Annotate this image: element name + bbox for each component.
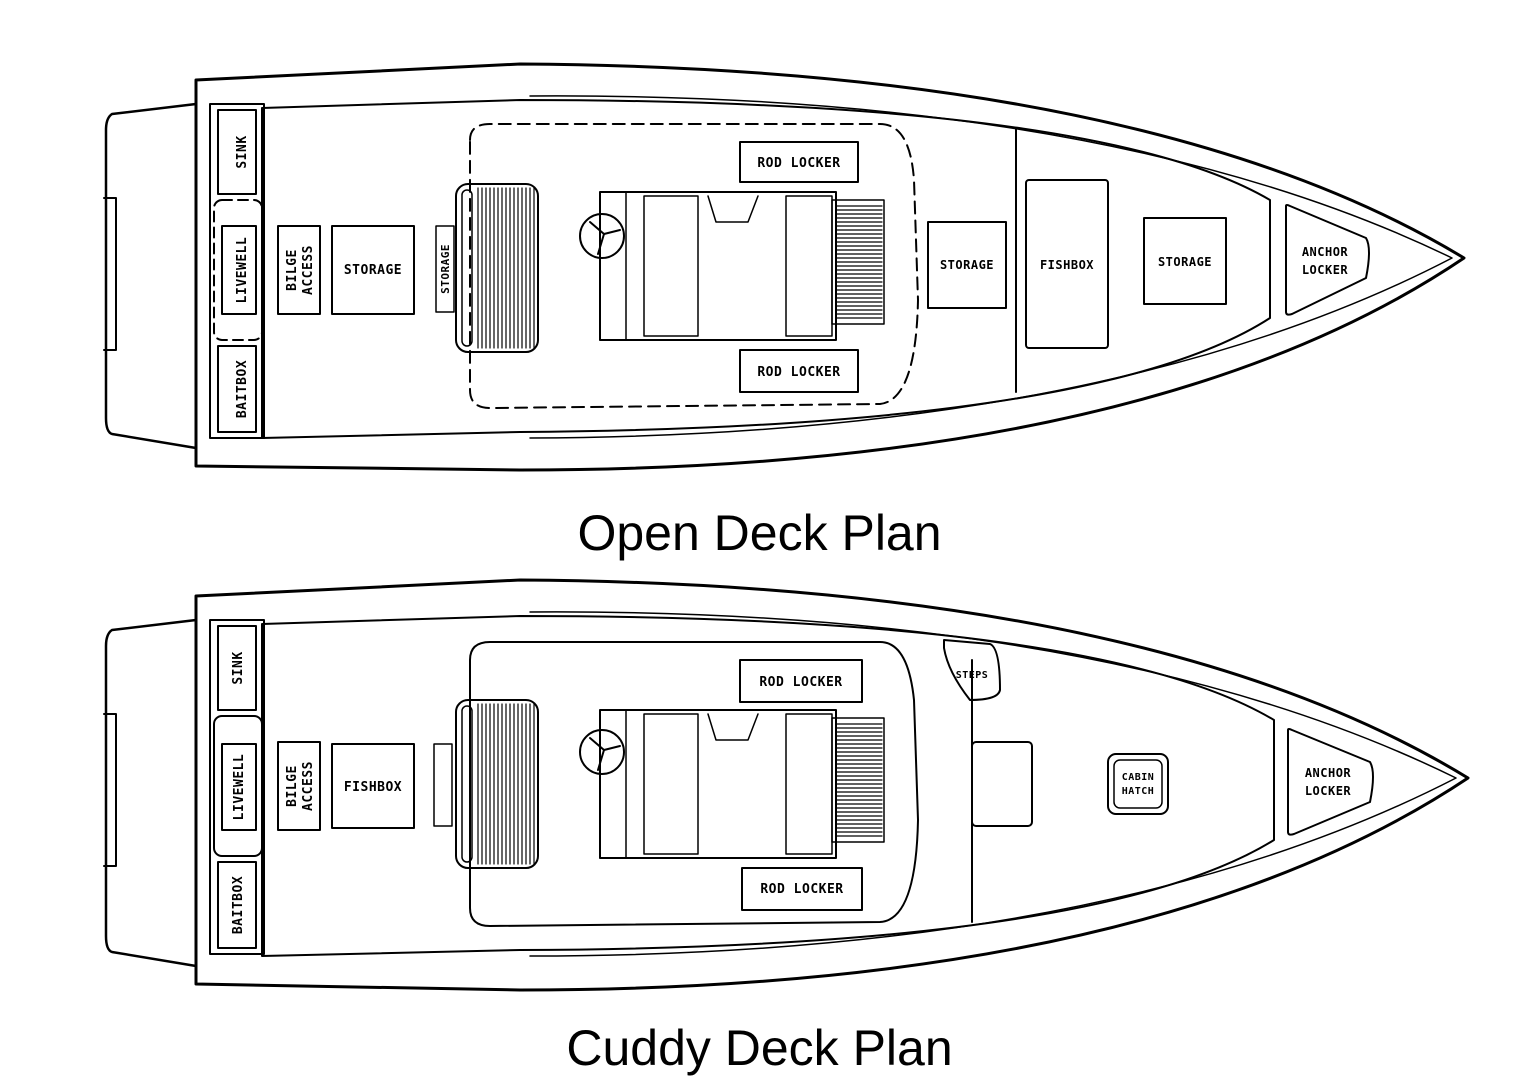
cuddy-deck-inner-line [261, 615, 1275, 957]
cuddy-deck-plan-caption: Cuddy Deck Plan [566, 1020, 953, 1076]
cuddy-label-rod-locker-top: ROD LOCKER [759, 675, 842, 690]
open-swim-platform [104, 102, 198, 450]
cuddy-label-steps: STEPS [956, 670, 989, 681]
open-deck-plan-caption: Open Deck Plan [577, 505, 942, 561]
cuddy-console [599, 709, 837, 859]
cuddy-console-outline [469, 641, 919, 927]
cuddy-label-livewell: LIVEWELL [232, 754, 247, 821]
cuddy-livewell-box [213, 715, 263, 857]
open-label-baitbox: BAITBOX [235, 360, 250, 418]
open-label-anchor-2: LOCKER [1302, 263, 1349, 277]
open-console-dashed-outline [469, 123, 919, 409]
open-deck-inner-line [261, 99, 1271, 439]
open-storage-aft-box [331, 225, 415, 315]
cuddy-label-cabin-1: CABIN [1122, 772, 1155, 783]
cuddy-label-rod-locker-bottom: ROD LOCKER [760, 882, 843, 897]
cuddy-sink-box [217, 625, 257, 711]
cuddy-cabin-step-box [971, 741, 1033, 827]
open-label-storage-mid: STORAGE [940, 258, 994, 272]
open-console [599, 191, 837, 341]
open-deck-plan [103, 62, 1466, 472]
open-transom-frame [209, 103, 265, 439]
open-storage-fwd-box [1143, 217, 1227, 305]
cuddy-deck-plan [103, 578, 1470, 992]
cuddy-label-fishbox: FISHBOX [344, 780, 402, 795]
open-hull-outline [194, 62, 1466, 472]
open-steering-wheel [579, 213, 625, 259]
cuddy-transom-rail [103, 713, 117, 867]
cuddy-windshield [831, 717, 885, 843]
open-label-fishbox: FISHBOX [1040, 258, 1094, 272]
open-rod-locker-top-box [739, 141, 859, 183]
cuddy-bilge-access-box [277, 741, 321, 831]
cuddy-label-baitbox: BAITBOX [231, 876, 246, 934]
cuddy-rod-locker-bottom-box [741, 867, 863, 911]
open-label-bilge-1: BILGE [285, 249, 300, 291]
open-label-storage-aft: STORAGE [344, 263, 402, 278]
open-label-rod-locker-top: ROD LOCKER [757, 156, 840, 171]
open-storage-seat-box [435, 225, 455, 313]
open-transom-rail [103, 197, 117, 351]
cuddy-labels: SINK LIVEWELL BAITBOX BILGE ACCESS FISHB… [231, 651, 1351, 934]
open-livewell-box [213, 199, 263, 341]
open-bilge-access-box [277, 225, 321, 315]
open-fishbox-box [1025, 179, 1109, 349]
open-label-livewell: LIVEWELL [235, 237, 250, 304]
cuddy-leaning-post [455, 699, 539, 869]
open-sink-box [217, 109, 257, 195]
cuddy-label-bilge-1: BILGE [285, 765, 300, 807]
cuddy-label-sink: SINK [231, 651, 246, 684]
cuddy-steering-wheel [579, 729, 625, 775]
open-label-rod-locker-bottom: ROD LOCKER [757, 365, 840, 380]
cuddy-rod-locker-top-box [739, 659, 863, 703]
cuddy-fishbox-box [331, 743, 415, 829]
cuddy-seat-front-box [433, 743, 453, 827]
cuddy-anchor-locker-box [1287, 728, 1374, 836]
open-label-anchor-1: ANCHOR [1302, 245, 1349, 259]
cuddy-label-bilge-2: ACCESS [301, 761, 316, 811]
cuddy-swim-platform [104, 618, 198, 968]
cuddy-cabin-hatch-box [1107, 753, 1169, 815]
open-label-storage-seat: STORAGE [439, 244, 452, 294]
cuddy-label-anchor-1: ANCHOR [1305, 766, 1352, 780]
cuddy-steps-box [943, 639, 1001, 701]
cuddy-deck-inner-line-2 [529, 611, 1457, 957]
open-windshield [831, 199, 885, 325]
open-label-bilge-2: ACCESS [301, 245, 316, 295]
open-baitbox-box [217, 345, 257, 433]
open-leaning-post [455, 183, 539, 353]
open-labels: SINK LIVEWELL BAITBOX BILGE ACCESS STORA… [235, 135, 1348, 418]
cuddy-transom-frame [209, 619, 265, 955]
open-label-storage-fwd: STORAGE [1158, 255, 1212, 269]
open-label-sink: SINK [235, 135, 250, 168]
open-rod-locker-bottom-box [739, 349, 859, 393]
cuddy-label-cabin-2: HATCH [1122, 786, 1155, 797]
open-storage-mid-box [927, 221, 1007, 309]
cuddy-hull-outline [194, 578, 1470, 992]
open-anchor-locker-box [1285, 204, 1370, 316]
cuddy-baitbox-box [217, 861, 257, 949]
open-deck-inner-line-2 [529, 95, 1453, 439]
cuddy-label-anchor-2: LOCKER [1305, 784, 1352, 798]
